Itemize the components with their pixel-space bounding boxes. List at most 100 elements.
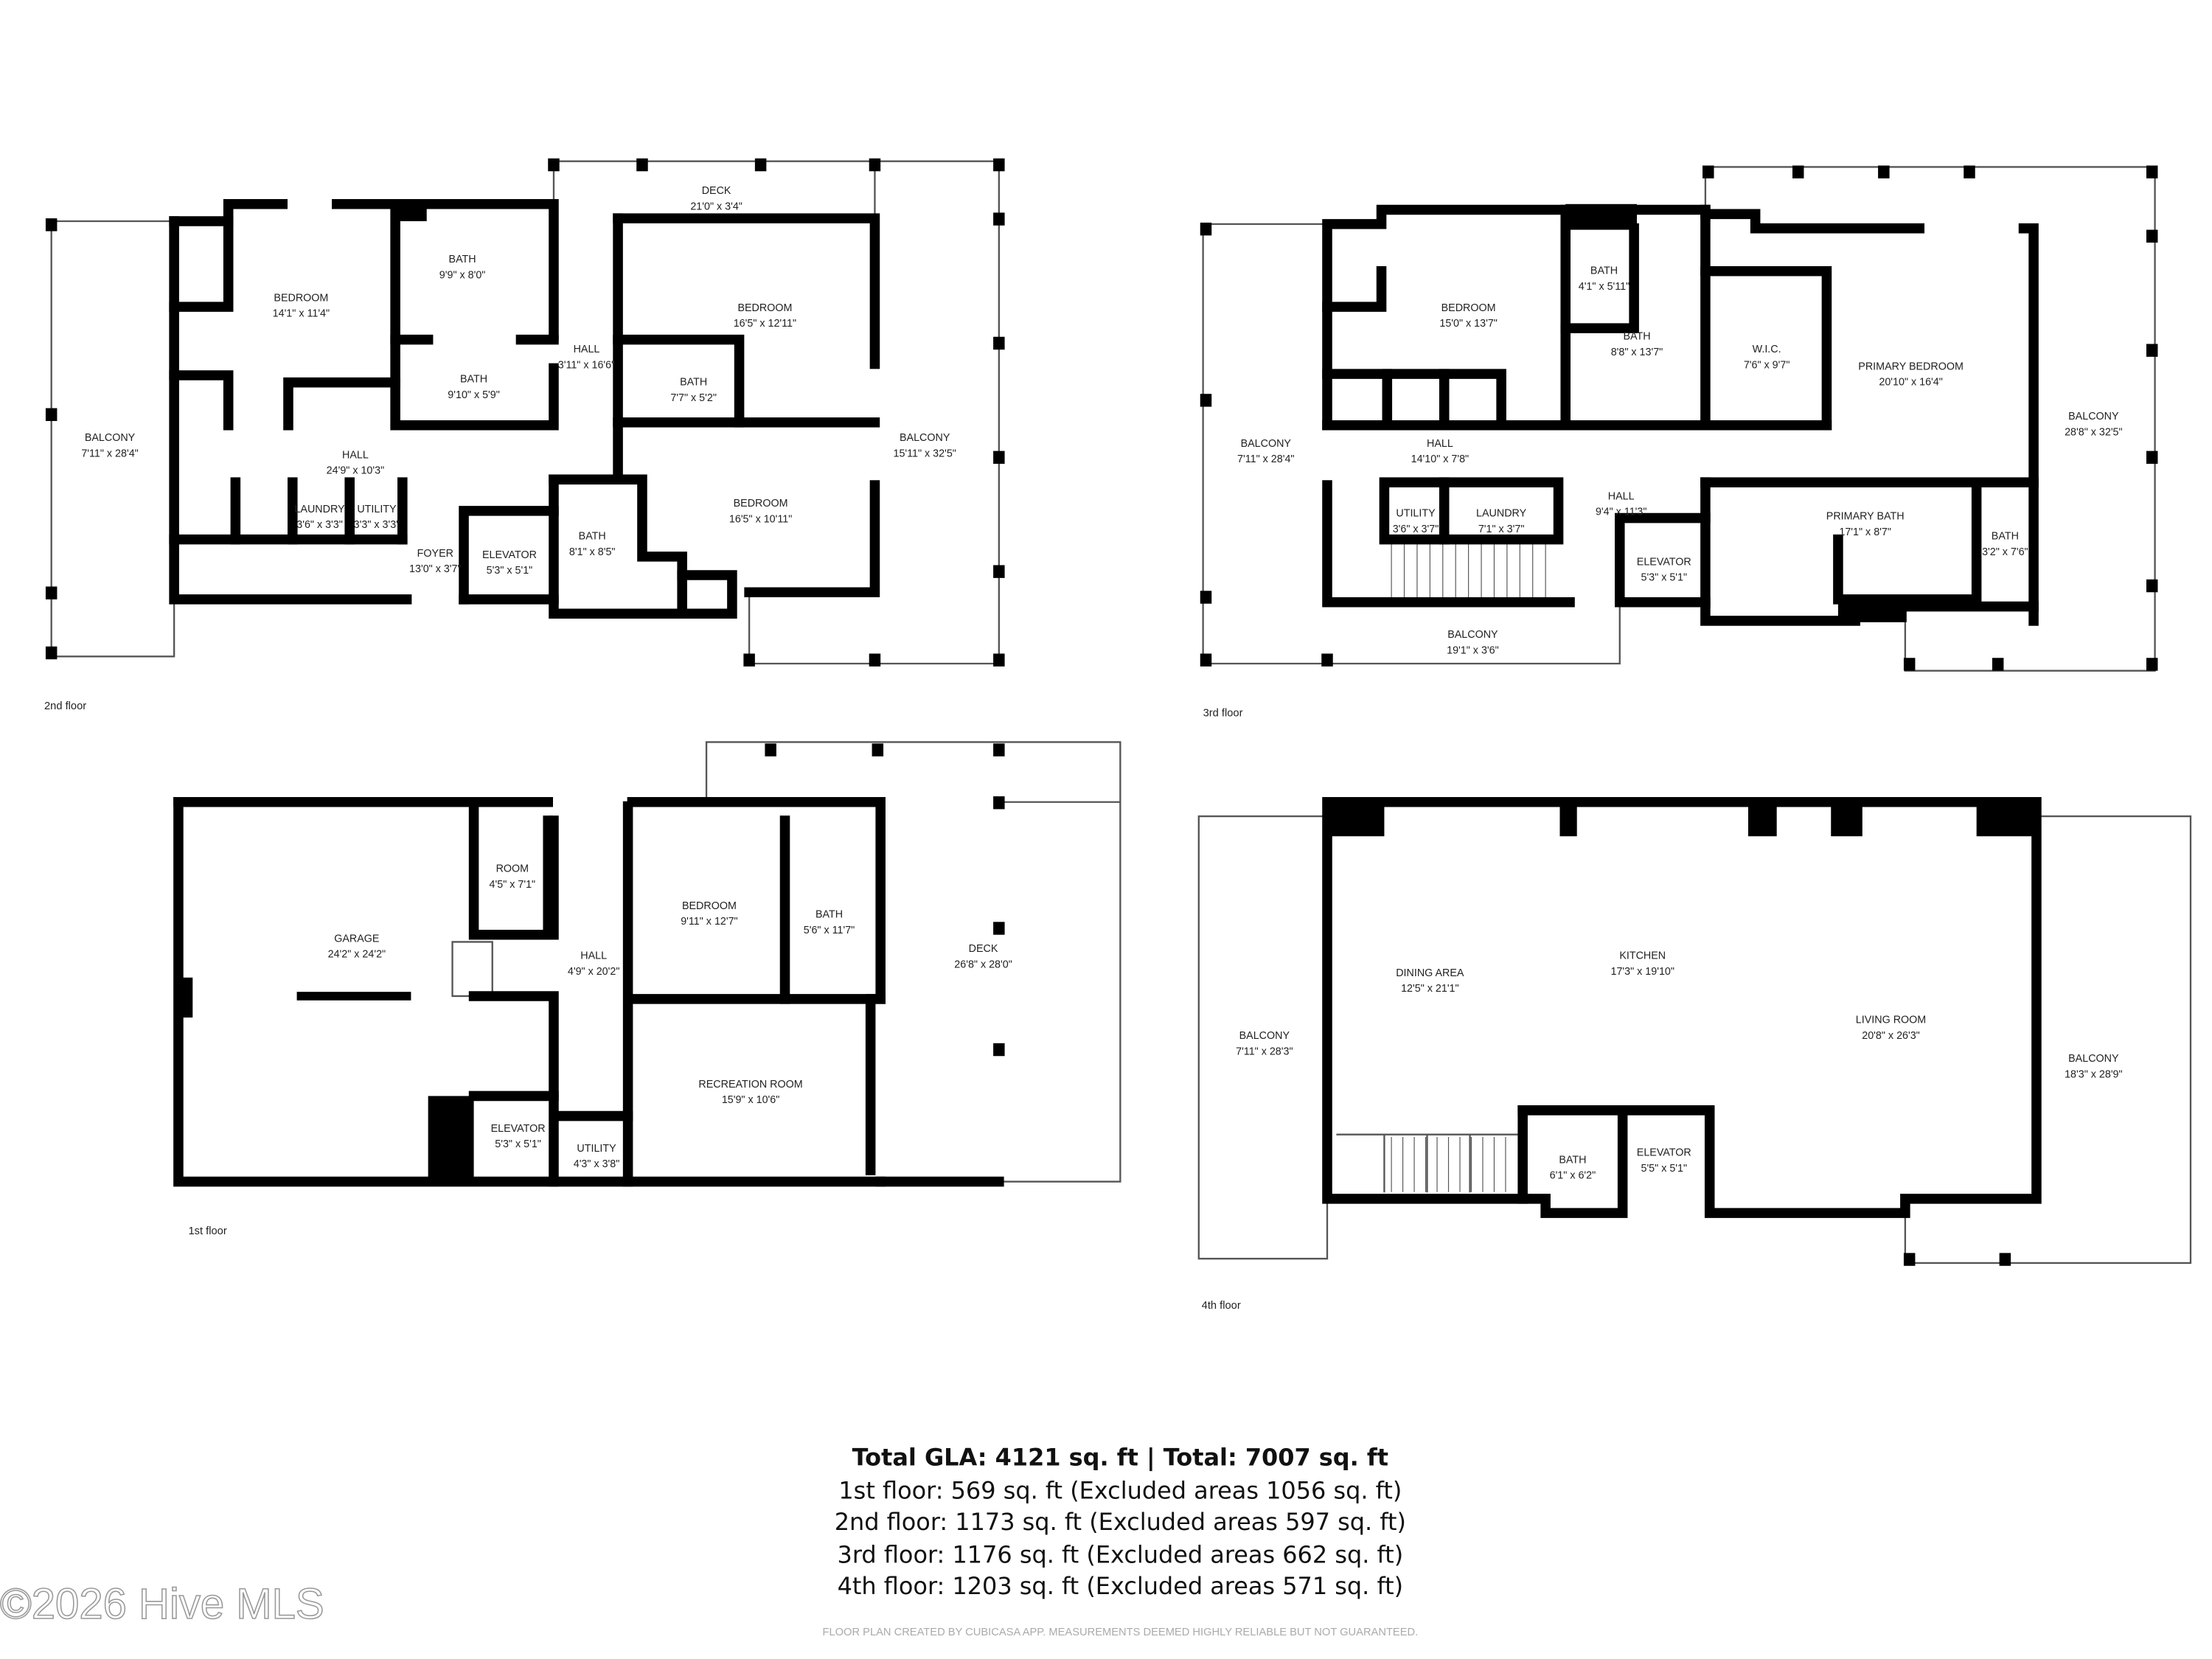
post [2146,658,2158,671]
wall [169,216,412,605]
wall [459,506,559,605]
room-dimensions: 3'3" x 3'3" [354,519,400,531]
wall [1833,480,1982,605]
room-name: BATH [680,377,707,389]
room-name: ROOM [496,863,529,875]
wall-block [1837,599,1907,622]
floor-label-1st: 1st floor [188,1225,226,1237]
wall [1560,223,1639,333]
room-name: PRIMARY BEDROOM [1858,361,1964,372]
post [2146,165,2158,178]
room-dimensions: 15'11" x 32'5" [893,448,956,459]
room-dimensions: 15'9" x 10'6" [722,1094,780,1106]
wall [390,199,559,431]
post [993,336,1005,350]
room-dimensions: 3'2" x 7'6" [1982,546,2028,558]
floor-label-3rd: 3rd floor [1203,708,1243,720]
room-dimensions: 15'0" x 13'7" [1439,318,1497,330]
room-name: BEDROOM [737,302,792,314]
wall-block [1831,801,1863,837]
post [869,158,881,172]
room-name: BEDROOM [274,292,328,304]
room-dimensions: 3'6" x 3'7" [1393,524,1439,535]
room-dimensions: 9'10" x 5'9" [448,389,500,401]
post [754,158,767,172]
wall [2018,223,2039,626]
summary-floor-3: 3rd floor: 1176 sq. ft (Excluded areas 6… [838,1540,1404,1568]
wall-block [428,1096,474,1182]
room-dimensions: 4'1" x 5'11" [1579,281,1630,293]
room-name: BATH [1623,331,1650,343]
wall-block [395,204,427,221]
watermark: ©2026 Hive MLS [0,1580,324,1628]
post [45,586,58,599]
room-dimensions: 3'11" x 16'6" [558,359,615,371]
wall [468,796,553,940]
room-name: BALCONY [900,432,950,444]
room-name: GARAGE [334,933,379,945]
post [993,743,1005,757]
room-dimensions: 24'2" x 24'2" [328,949,386,961]
room-name: W.I.C. [1753,344,1781,355]
post [1200,222,1212,236]
room-dimensions: 7'11" x 28'4" [81,448,138,459]
wall [1322,265,1387,312]
railing [705,741,1121,1183]
railing [1197,815,1329,1260]
room-dimensions: 7'11" x 28'4" [1237,453,1294,465]
room-name: BALCONY [85,432,136,444]
room-name: DECK [702,185,731,197]
post [45,408,58,421]
wall [1615,512,1711,608]
wall-block [1976,801,2037,837]
room-name: BALCONY [1241,438,1292,450]
room-dimensions: 4'3" x 3'8" [574,1158,620,1170]
room-dimensions: 7'6" x 9'7" [1744,359,1790,371]
wall [613,334,745,428]
posts [45,158,2158,1266]
wall-block [1747,801,1777,837]
post [1792,165,1804,178]
post [1992,658,2004,671]
summary-floor-1: 1st floor: 569 sq. ft (Excluded areas 10… [838,1476,1402,1504]
room-name: BATH [815,909,843,921]
post [45,218,58,232]
post [869,653,881,667]
room-name: UTILITY [1396,508,1436,520]
post [743,653,755,667]
room-dimensions: 24'9" x 10'3" [327,465,385,477]
floor-label-4th: 4th floor [1202,1300,1241,1312]
room-dimensions: 7'1" x 3'7" [1478,524,1525,535]
wall [613,213,880,369]
wall [459,474,559,605]
wall-block [1565,204,1637,230]
summary-floor-2: 2nd floor: 1173 sq. ft (Excluded areas 5… [835,1508,1406,1536]
room-dimensions: 8'8" x 13'7" [1611,347,1663,358]
post [2146,229,2158,243]
room-dimensions: 4'5" x 7'1" [490,879,536,891]
wall [468,991,559,1187]
room-name: BEDROOM [682,900,737,912]
room-dimensions: 21'0" x 3'4" [690,201,742,213]
room-dimensions: 7'11" x 28'3" [1236,1046,1293,1057]
room-name: HALL [1608,490,1635,502]
room-dimensions: 28'8" x 32'5" [2065,426,2123,438]
post [993,212,1005,226]
post [993,653,1005,667]
floor-label-2nd: 2nd floor [44,700,86,712]
post [1903,1253,1916,1266]
room-name: BATH [1559,1154,1586,1166]
room-dimensions: 14'10" x 7'8" [1411,453,1469,465]
room-name: HALL [580,950,607,962]
room-dimensions: 3'6" x 3'3" [296,519,343,531]
wall [1322,796,2042,1218]
wall-block [1327,801,1385,837]
post [872,743,884,757]
room-dimensions: 5'3" x 5'1" [487,565,533,577]
room-dimensions: 9'9" x 8'0" [439,269,486,281]
post [993,565,1005,578]
wall [744,480,880,597]
room-name: DINING AREA [1396,967,1464,979]
